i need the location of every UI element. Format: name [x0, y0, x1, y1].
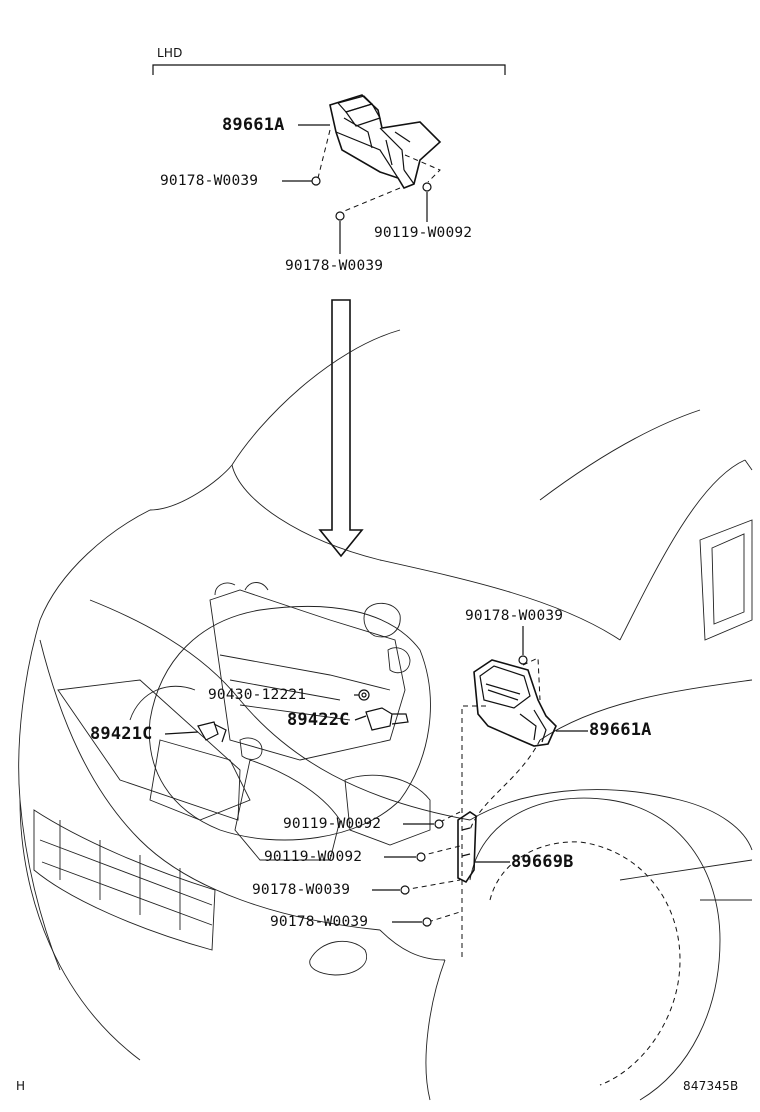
- part-label-89421c: 89421C: [90, 724, 153, 744]
- part-label-89661a-main: 89661A: [589, 720, 652, 740]
- lhd-bracket-line: [152, 64, 506, 75]
- washer-90430: [358, 689, 370, 701]
- part-label-nut-top-bottom: 90178-W0039: [285, 258, 384, 274]
- top-leader-lines: [282, 124, 428, 254]
- bracket-89669b: [457, 811, 477, 884]
- sensor-89421c: [197, 721, 227, 743]
- part-label-bolt-1: 90119-W0092: [283, 816, 382, 832]
- main-fasteners: [400, 655, 528, 927]
- part-label-89422c: 89422C: [287, 710, 350, 730]
- part-label-89661a-top: 89661A: [222, 115, 285, 135]
- sensor-89422c: [365, 707, 409, 731]
- ecu-top-drawing: [329, 94, 442, 189]
- part-label-nut-lower-1: 90178-W0039: [252, 882, 351, 898]
- top-fasteners: [311, 176, 432, 221]
- main-dashed-leaders: [403, 657, 541, 960]
- drawing-id: 847345B: [683, 1079, 739, 1093]
- ecu-main-drawing: [473, 659, 557, 747]
- engine-block: [129, 582, 431, 861]
- footer-left-mark: H: [16, 1079, 26, 1093]
- car-body: [18, 329, 753, 1101]
- part-label-nut-lower-2: 90178-W0039: [270, 914, 369, 930]
- down-arrow: [318, 299, 364, 558]
- part-label-nut-top-left: 90178-W0039: [160, 173, 259, 189]
- part-label-nut-right: 90178-W0039: [465, 608, 564, 624]
- part-label-89669b: 89669B: [511, 852, 574, 872]
- part-label-bolt-top: 90119-W0092: [374, 225, 473, 241]
- top-dashed-leaders: [317, 129, 441, 213]
- lhd-label: LHD: [157, 46, 183, 60]
- part-label-bolt-2: 90119-W0092: [264, 849, 363, 865]
- part-label-washer: 90430-12221: [208, 687, 307, 703]
- main-leader-lines: [164, 626, 588, 923]
